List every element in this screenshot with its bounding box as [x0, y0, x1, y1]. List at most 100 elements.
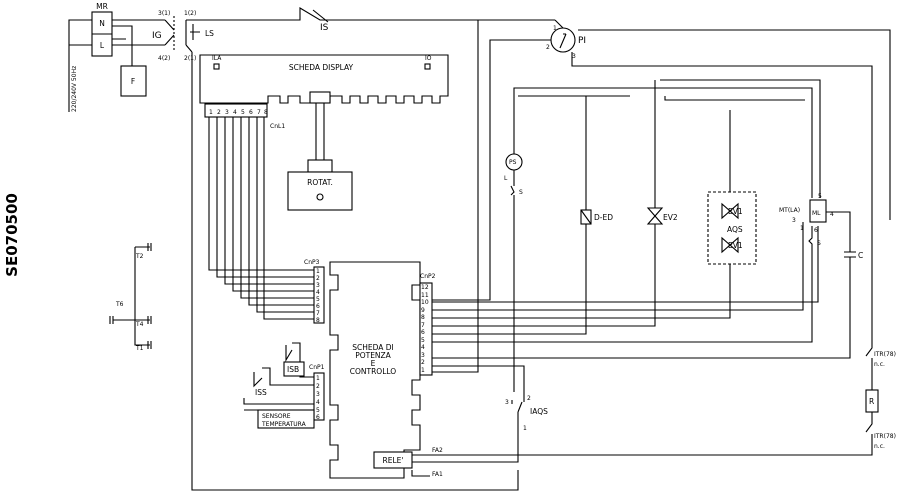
svg-text:SENSORE: SENSORE [262, 413, 291, 420]
svg-text:2: 2 [546, 44, 550, 51]
svg-text:7: 7 [316, 310, 320, 317]
svg-text:CnP2: CnP2 [420, 273, 436, 280]
svg-text:5: 5 [241, 109, 245, 116]
svg-text:CnL1: CnL1 [270, 123, 285, 130]
svg-text:6: 6 [814, 227, 818, 234]
svg-text:4: 4 [421, 344, 425, 351]
detergent-dispenser-ded: D-ED [432, 96, 613, 335]
svg-text:IS: IS [320, 23, 329, 33]
svg-text:2: 2 [316, 275, 320, 282]
svg-text:ISB: ISB [287, 365, 299, 374]
svg-text:1: 1 [553, 25, 557, 32]
svg-text:D-ED: D-ED [594, 213, 613, 222]
svg-text:IG: IG [152, 31, 162, 41]
svg-text:ROTAT.: ROTAT. [307, 178, 333, 187]
svg-text:MT(LA): MT(LA) [779, 207, 800, 214]
valve-ev2: EV2 [432, 80, 678, 327]
svg-text:4: 4 [233, 109, 237, 116]
svg-text:1: 1 [209, 109, 213, 116]
switch-isb: ISB [283, 342, 314, 378]
svg-text:9: 9 [421, 307, 425, 314]
svg-text:3: 3 [316, 391, 320, 398]
svg-text:MR: MR [96, 2, 108, 11]
svg-text:6: 6 [249, 109, 253, 116]
svg-text:ILA: ILA [212, 55, 222, 62]
svg-text:5: 5 [421, 337, 425, 344]
svg-text:3: 3 [225, 109, 229, 116]
svg-text:2: 2 [217, 109, 221, 116]
svg-text:8: 8 [264, 109, 268, 116]
svg-text:5: 5 [316, 296, 320, 303]
svg-text:6: 6 [421, 329, 425, 336]
document-code: SE070500 [3, 193, 21, 277]
svg-text:EV1: EV1 [728, 241, 743, 250]
svg-text:3: 3 [505, 399, 509, 406]
main-switch-ig: 3(1) 1(2) 4(2) 2(1) IG [152, 10, 196, 62]
connector-cnp2: CnP2 12 11 10 9 8 7 6 5 4 3 2 1 [419, 273, 436, 376]
svg-text:1: 1 [316, 375, 320, 382]
svg-text:ISS: ISS [255, 388, 267, 397]
switch-iaqs: 3 2 1 IAQS [412, 365, 548, 463]
door-switch-is: IS [186, 7, 370, 33]
svg-text:R: R [869, 397, 874, 406]
svg-text:8: 8 [421, 314, 425, 321]
svg-text:T1: T1 [135, 345, 144, 352]
connector-cnp3: CnP3 1 2 3 4 5 6 7 8 [304, 259, 325, 324]
svg-text:F: F [131, 77, 135, 86]
svg-text:3: 3 [421, 352, 425, 359]
svg-text:L: L [100, 41, 105, 50]
svg-text:E: E [371, 359, 376, 368]
svg-text:2: 2 [527, 395, 531, 402]
mains-terminal-block: MR N L [91, 2, 113, 57]
svg-text:ML: ML [812, 210, 821, 217]
svg-text:FA1: FA1 [432, 471, 443, 478]
supply-label: 220/240V 50Hz [71, 66, 78, 112]
pressure-switch-ps: PS L S [504, 87, 813, 392]
svg-text:1: 1 [316, 268, 320, 275]
svg-text:4: 4 [830, 211, 834, 218]
svg-text:PI: PI [578, 36, 586, 46]
aquastop-aqs: EV1 AQS EV1 [432, 110, 757, 319]
motor-mt-la: MT(LA) ML 5 4 6 1 3 S [432, 193, 851, 343]
svg-text:N: N [99, 19, 105, 28]
svg-text:4: 4 [316, 289, 320, 296]
svg-text:SCHEDA DISPLAY: SCHEDA DISPLAY [289, 63, 354, 72]
svg-text:POTENZA: POTENZA [355, 351, 391, 360]
svg-text:n.c.: n.c. [874, 443, 885, 450]
svg-text:T6: T6 [115, 301, 124, 308]
svg-text:RELE': RELE' [383, 456, 404, 465]
capacitor-c: C [432, 248, 863, 359]
svg-text:T2: T2 [135, 253, 144, 260]
svg-text:L: L [504, 175, 508, 182]
svg-text:1(2): 1(2) [184, 10, 196, 17]
svg-text:AQS: AQS [727, 225, 743, 234]
svg-text:n.c.: n.c. [874, 361, 885, 368]
svg-text:S: S [519, 189, 523, 196]
svg-text:IO: IO [425, 55, 432, 62]
svg-text:2: 2 [316, 383, 320, 390]
connector-cnp1: CnP1 1 2 3 4 5 6 [309, 364, 325, 421]
svg-text:EV2: EV2 [663, 213, 678, 222]
svg-text:3: 3 [572, 53, 576, 60]
thermal-protector-top: ITR(78) n.c. [865, 340, 896, 390]
svg-text:ITR(78): ITR(78) [874, 351, 896, 358]
svg-text:11: 11 [421, 292, 429, 299]
svg-text:5: 5 [316, 407, 320, 414]
svg-text:6: 6 [316, 414, 320, 421]
switch-iss: ISS [253, 367, 314, 397]
svg-text:1: 1 [523, 425, 527, 432]
heater-r: R [865, 389, 879, 413]
svg-text:2(1): 2(1) [184, 55, 196, 62]
svg-text:3(1): 3(1) [158, 10, 170, 17]
thermal-protector-bottom: ITR(78) n.c. [412, 412, 896, 456]
lamp-ls-label: LS [205, 29, 214, 38]
svg-text:C: C [858, 251, 863, 260]
svg-text:12: 12 [421, 284, 429, 291]
svg-text:ITR(78): ITR(78) [874, 433, 896, 440]
svg-text:10: 10 [421, 299, 429, 306]
svg-text:2: 2 [421, 359, 425, 366]
svg-text:TEMPERATURA: TEMPERATURA [261, 421, 307, 428]
svg-text:EV1: EV1 [728, 207, 743, 216]
ground-terminals: T2 T6 T4 T1 [109, 243, 152, 352]
